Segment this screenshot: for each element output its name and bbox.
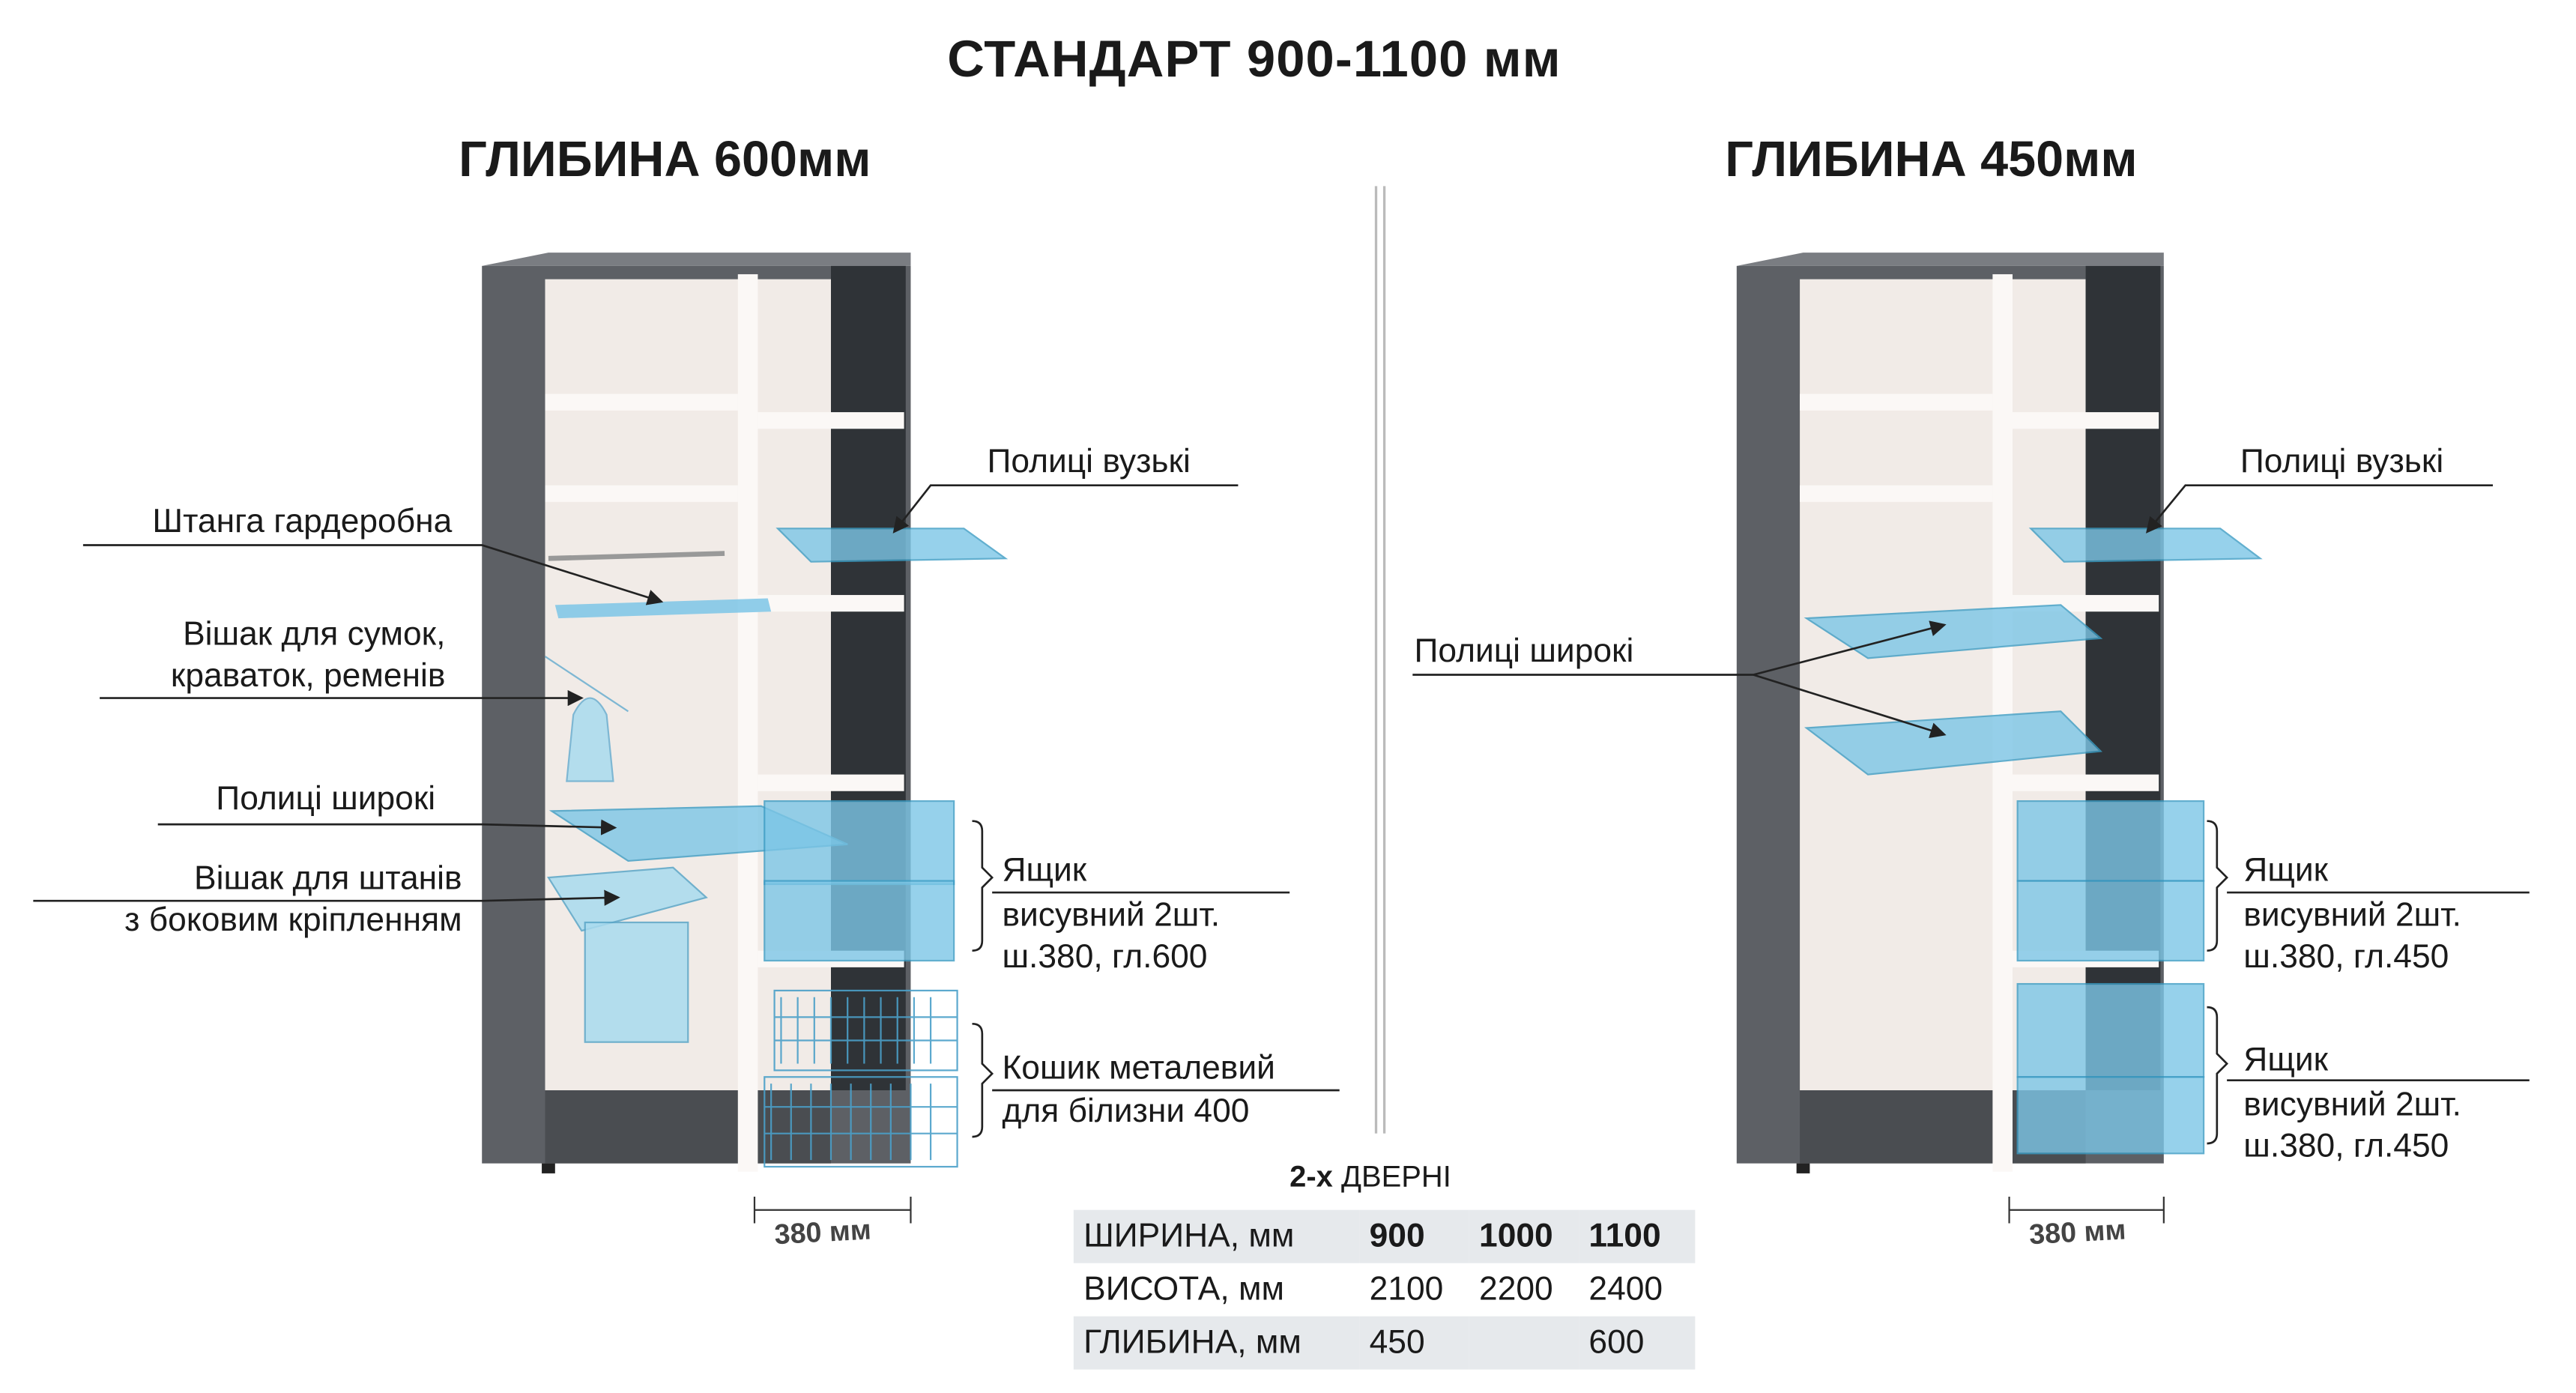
label-bag-hanger-1: Вішак для сумок, <box>183 616 446 653</box>
cell: 2100 <box>1369 1270 1444 1308</box>
row-label: ГЛИБИНА, мм <box>1073 1316 1360 1370</box>
dimensions-table: ШИРИНА, мм 900 1000 1100 ВИСОТА, мм 2100… <box>1073 1209 1696 1370</box>
label-bag-hanger-2: краваток, ременів <box>170 658 446 695</box>
wardrobe-600 <box>33 253 1340 1224</box>
label-drawer-1: Ящик <box>1002 852 1087 889</box>
table-caption-text: ДВЕРНІ <box>1340 1160 1451 1194</box>
label-drawer-a-3: ш.380, гл.450 <box>2243 939 2449 976</box>
label-basket-2: для білизни 400 <box>1002 1093 1250 1131</box>
label-drawer-2: висувний 2шт. <box>1002 897 1221 934</box>
right-heading: ГЛИБИНА 450мм <box>1725 133 2138 188</box>
cell: 1100 <box>1579 1209 1696 1263</box>
cell: 2200 <box>1479 1270 1553 1308</box>
label-drawer-b-2: висувний 2шт. <box>2243 1087 2461 1124</box>
cell <box>1469 1316 1579 1370</box>
left-dimension: 380 мм <box>773 1214 872 1251</box>
label-wide-shelves-right: Полиці широкі <box>1414 633 1634 670</box>
label-drawer-3: ш.380, гл.600 <box>1002 939 1208 976</box>
label-pants-hanger-1: Вішак для штанів <box>194 860 462 898</box>
label-basket-1: Кошик металевий <box>1002 1050 1275 1087</box>
label-drawer-b-1: Ящик <box>2243 1042 2329 1079</box>
label-wide-shelves: Полиці широкі <box>216 781 436 818</box>
right-dimension: 380 мм <box>2028 1214 2127 1251</box>
label-narrow-shelves: Полиці вузькі <box>987 444 1191 481</box>
cell: 900 <box>1359 1209 1469 1263</box>
table-row: ВИСОТА, мм 2100 2200 2400 <box>1074 1263 1696 1317</box>
cell: 2400 <box>1588 1270 1663 1308</box>
page-title: СТАНДАРТ 900-1100 мм <box>947 29 1561 88</box>
label-drawer-b-3: ш.380, гл.450 <box>2243 1128 2449 1165</box>
left-heading: ГЛИБИНА 600мм <box>459 133 871 188</box>
label-narrow-shelves-right: Полиці вузькі <box>2240 444 2444 481</box>
table-row: ГЛИБИНА, мм 450 600 <box>1073 1316 1696 1370</box>
cell: 1000 <box>1469 1209 1579 1263</box>
cell: 450 <box>1359 1316 1469 1370</box>
row-label: ВИСОТА, мм <box>1083 1270 1285 1308</box>
wardrobe-450 <box>1412 253 2530 1224</box>
label-drawer-a-2: висувний 2шт. <box>2243 897 2461 934</box>
label-pants-hanger-2: з боковим кріпленням <box>124 902 462 940</box>
table-caption-bold: 2-х <box>1289 1160 1333 1194</box>
label-drawer-a-1: Ящик <box>2243 852 2329 889</box>
table-caption: 2-х ДВЕРНІ <box>1289 1160 1451 1195</box>
row-label: ШИРИНА, мм <box>1073 1209 1360 1263</box>
label-rod: Штанга гардеробна <box>152 504 453 540</box>
table-row: ШИРИНА, мм 900 1000 1100 <box>1073 1209 1696 1263</box>
cell: 600 <box>1579 1316 1696 1370</box>
